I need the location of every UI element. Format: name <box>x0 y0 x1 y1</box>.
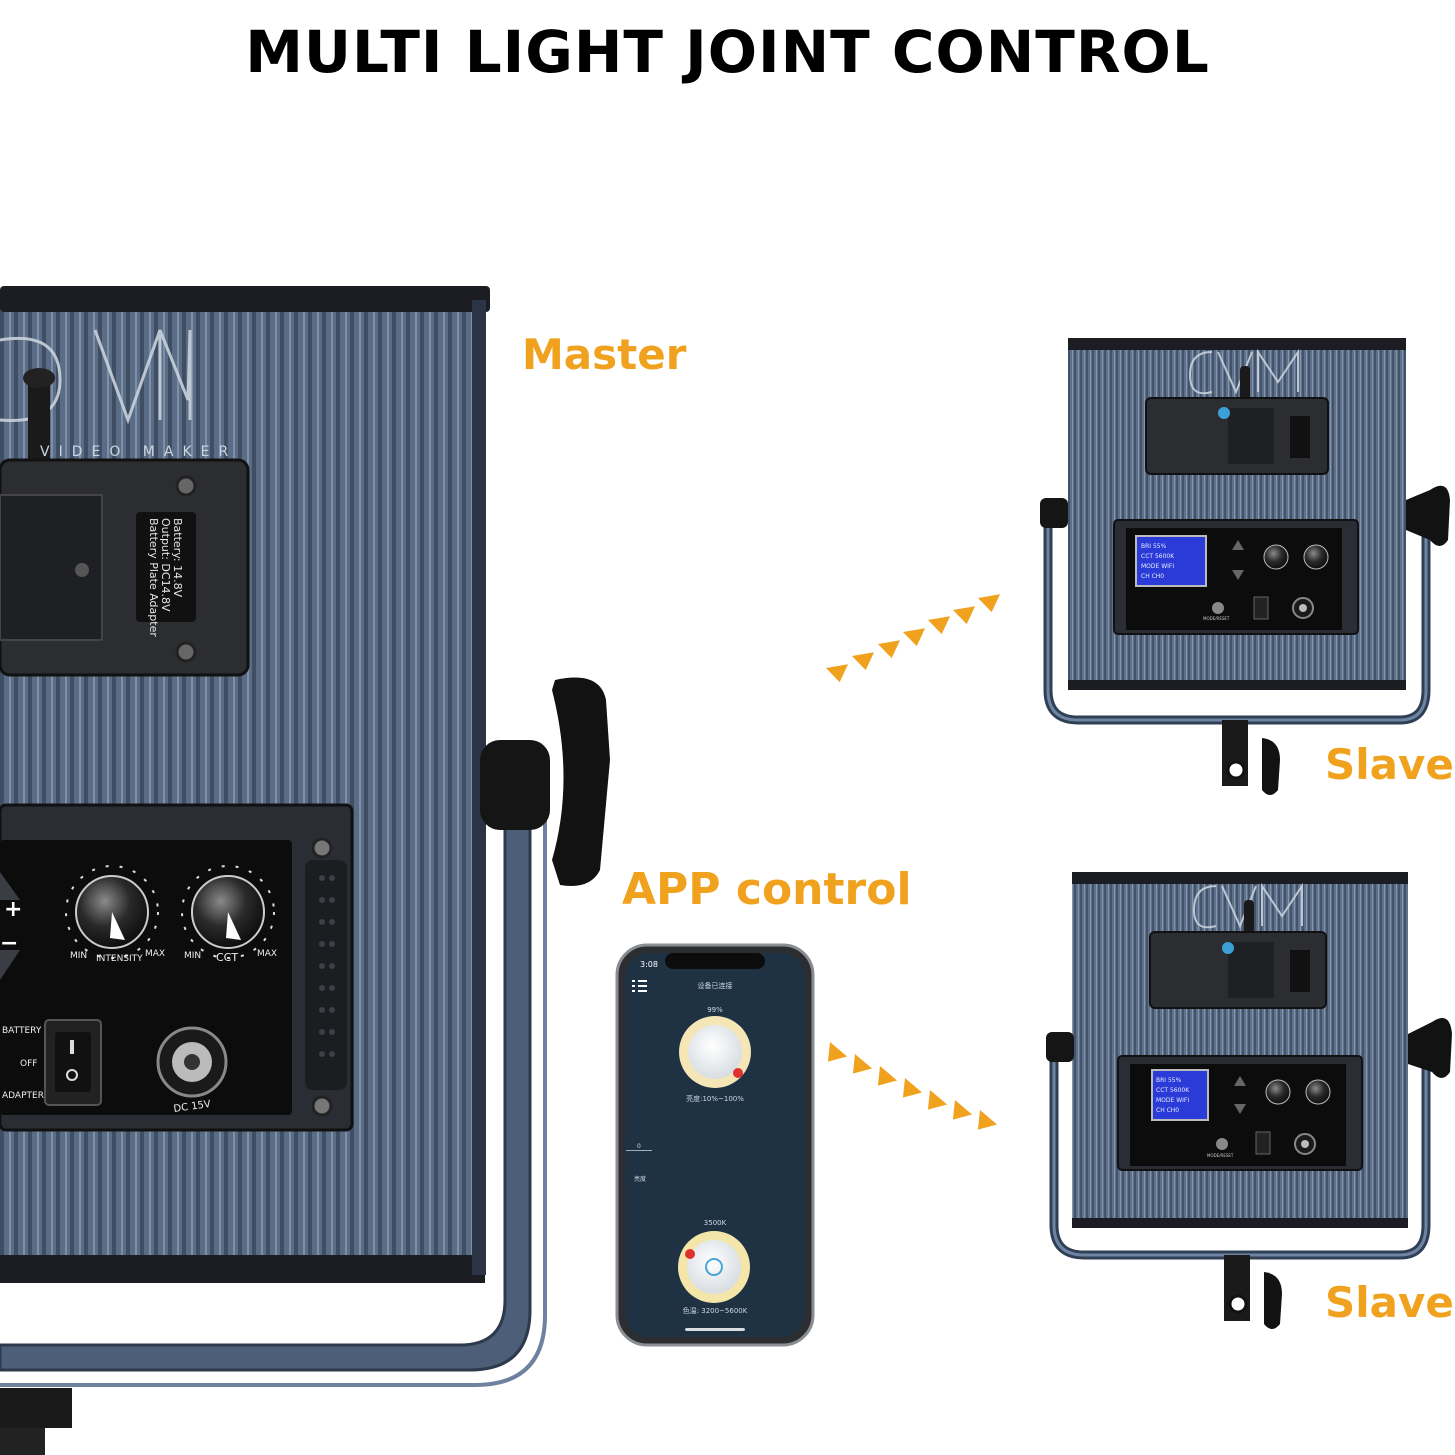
phone: 3:08 设备已连接 99% 亮度:10%~100% 0 亮度 3500K 色温… <box>615 943 815 1347</box>
slave-label-1: Slave <box>1325 740 1454 789</box>
slave1-housing <box>1068 340 1406 690</box>
battery-plate-line3: Battery: 14.8V <box>171 518 184 598</box>
cct-min: MIN <box>184 951 201 961</box>
master-label: Master <box>522 330 687 379</box>
slider-label: 亮度 <box>634 1175 646 1183</box>
slave2-lcd <box>1151 1069 1209 1121</box>
slave2-lcd-line: BRI 55% <box>1156 1077 1182 1084</box>
slave2-lcd-line: MODE WIFI <box>1156 1097 1189 1104</box>
battery-plate-line1: Battery Plate Adapter <box>147 518 160 637</box>
arrow-to-slave-1 <box>826 590 1005 685</box>
phone-time: 3:08 <box>640 960 658 969</box>
slave1-lcd-line: CCT 5600K <box>1141 553 1175 560</box>
slave-light-1: BRI 55% CCT 5600K MODE WIFI CH CH0 <box>1040 338 1450 795</box>
plus-label: + <box>4 897 22 922</box>
slave2-mode-reset: MODE/RESET <box>1207 1153 1234 1158</box>
master-light <box>0 286 610 1455</box>
minus-label: − <box>0 931 18 956</box>
arrow-to-slave-2 <box>821 1042 1000 1137</box>
slider-value: 0 <box>637 1143 641 1150</box>
tilt-knob <box>552 677 610 886</box>
logo-tagline: VIDEO MAKER <box>40 444 237 460</box>
intensity-knob <box>65 865 159 959</box>
switch-battery: BATTERY <box>2 1026 42 1036</box>
app-control-label: APP control <box>622 864 912 915</box>
dc-jack-label: DC 15V <box>173 1099 212 1115</box>
cct-value: 3500K <box>704 1219 727 1227</box>
brightness-range: 亮度:10%~100% <box>686 1094 744 1103</box>
slave1-mode-reset: MODE/RESET <box>1203 616 1230 621</box>
headline: MULTI LIGHT JOINT CONTROL <box>245 18 1210 86</box>
switch-off: OFF <box>20 1059 37 1069</box>
phone-screen <box>625 953 805 1337</box>
slave1-lcd-line: BRI 55% <box>1141 543 1167 550</box>
battery-plate-line2: Output: DC14.8V <box>159 518 172 612</box>
intensity-min: MIN <box>70 951 87 961</box>
slave-label-2: Slave <box>1325 1278 1454 1327</box>
slave2-lcd-line: CCT 5600K <box>1156 1087 1190 1094</box>
yoke-arm <box>0 758 532 1372</box>
cct-range: 色温: 3200~5600K <box>683 1306 748 1315</box>
cct-max: MAX <box>257 949 277 959</box>
intensity-label: INTENSITY <box>96 954 143 964</box>
slave1-lcd-line: CH CH0 <box>1141 573 1164 580</box>
intensity-max: MAX <box>145 949 165 959</box>
cct-label: CCT <box>216 951 238 964</box>
switch-adapter: ADAPTER <box>2 1091 44 1101</box>
slave1-lcd-line: MODE WIFI <box>1141 563 1174 570</box>
cct-knob <box>181 865 275 959</box>
slave2-lcd-line: CH CH0 <box>1156 1107 1179 1114</box>
slave-light-2: BRI 55% CCT 5600K MODE WIFI CH CH0 <box>1046 872 1452 1329</box>
brightness-value: 99% <box>707 1006 723 1014</box>
phone-status: 设备已连接 <box>698 981 733 990</box>
slave1-lcd <box>1135 535 1207 587</box>
